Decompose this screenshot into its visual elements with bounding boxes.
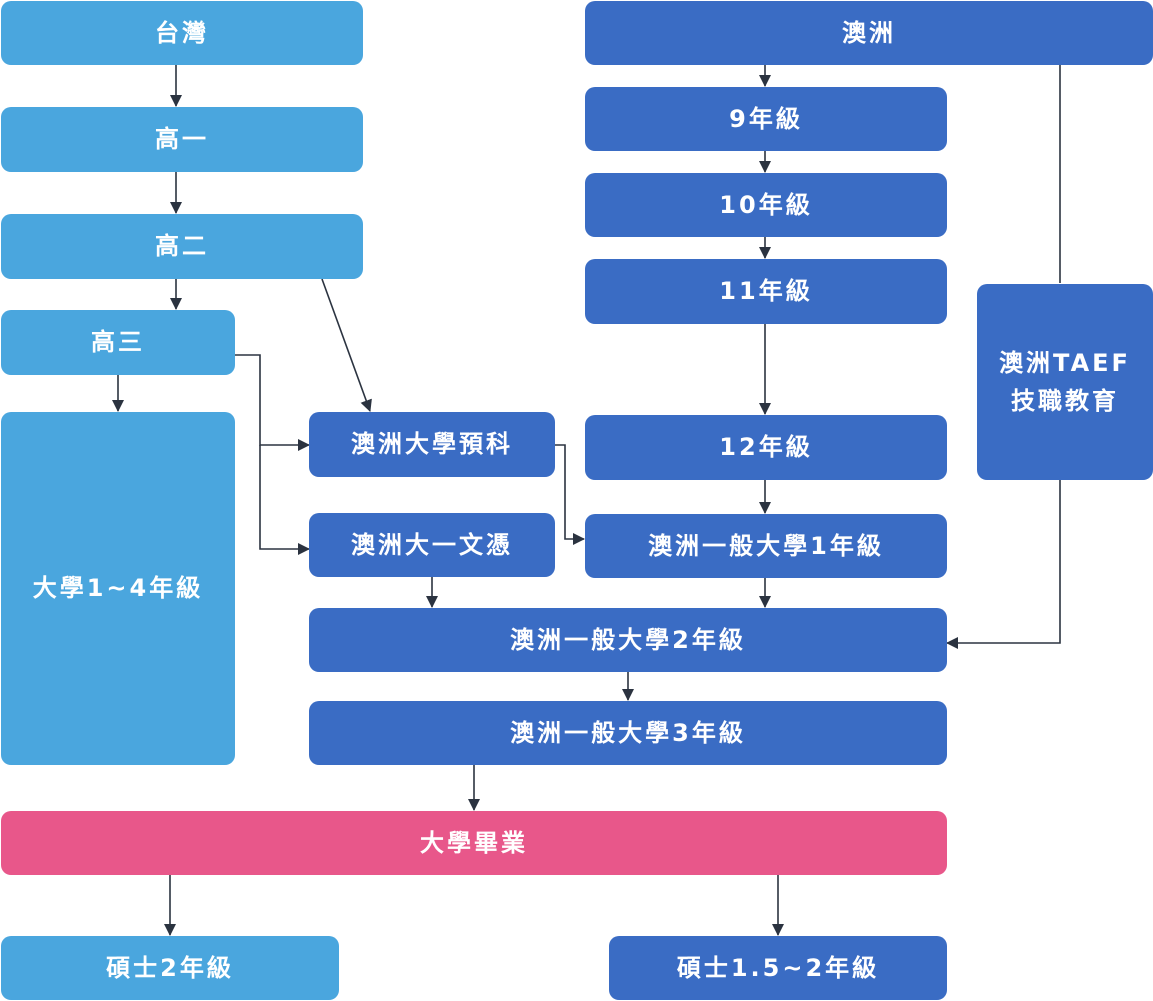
node-graduation: 大學畢業 xyxy=(1,811,947,875)
node-master-1-5-2-years: 碩士1.5~2年級 xyxy=(609,936,947,1000)
node-grade-10-label: 高一 xyxy=(155,125,209,154)
node-taiwan-label: 台灣 xyxy=(155,18,209,47)
node-grade-10: 高一 xyxy=(1,107,363,172)
node-au-university-year-2: 澳洲一般大學2年級 xyxy=(309,608,947,672)
node-taiwan: 台灣 xyxy=(1,1,363,65)
node-grade-12-label: 高三 xyxy=(91,328,145,357)
node-foundation: 澳洲大學預科 xyxy=(309,412,555,477)
node-university-1-4: 大學1~4年級 xyxy=(1,412,235,765)
node-taef-label: 澳洲TAEF 技職教育 xyxy=(999,348,1131,415)
node-year-12: 12年級 xyxy=(585,415,947,480)
node-au-university-year-2-label: 澳洲一般大學2年級 xyxy=(510,625,746,654)
node-year-11-label: 11年級 xyxy=(719,277,813,306)
node-year-9-label: 9年級 xyxy=(729,104,803,133)
arrow-foundation-au-y1 xyxy=(555,444,585,545)
arrow-g12-foundation xyxy=(234,354,310,451)
node-master-2-years: 碩士2年級 xyxy=(1,936,339,1000)
node-au-university-year-1-label: 澳洲一般大學1年級 xyxy=(648,531,884,560)
node-year-9: 9年級 xyxy=(585,87,947,151)
node-university-1-4-label: 大學1~4年級 xyxy=(32,574,204,603)
node-taef: 澳洲TAEF 技職教育 xyxy=(977,284,1153,480)
arrow-taef-au-y2 xyxy=(946,480,1061,649)
node-graduation-label: 大學畢業 xyxy=(420,828,528,857)
node-au-university-year-3-label: 澳洲一般大學3年級 xyxy=(510,718,746,747)
node-australia: 澳洲 xyxy=(585,1,1153,65)
arrow-g12-diploma xyxy=(259,445,310,555)
node-master-1-5-2-years-label: 碩士1.5~2年級 xyxy=(676,953,880,982)
node-year-10-label: 10年級 xyxy=(719,190,813,219)
arrow-g11-foundation xyxy=(321,278,372,412)
node-grade-12: 高三 xyxy=(1,310,235,375)
node-diploma-label: 澳洲大一文憑 xyxy=(351,530,513,559)
node-foundation-label: 澳洲大學預科 xyxy=(351,430,513,459)
node-diploma: 澳洲大一文憑 xyxy=(309,513,555,577)
node-year-11: 11年級 xyxy=(585,259,947,324)
node-au-university-year-1: 澳洲一般大學1年級 xyxy=(585,514,947,578)
node-year-12-label: 12年級 xyxy=(719,433,813,462)
node-year-10: 10年級 xyxy=(585,173,947,237)
node-au-university-year-3: 澳洲一般大學3年級 xyxy=(309,701,947,765)
node-master-2-years-label: 碩士2年級 xyxy=(106,953,234,982)
node-australia-label: 澳洲 xyxy=(842,18,896,47)
node-grade-11-label: 高二 xyxy=(155,232,209,261)
node-grade-11: 高二 xyxy=(1,214,363,279)
